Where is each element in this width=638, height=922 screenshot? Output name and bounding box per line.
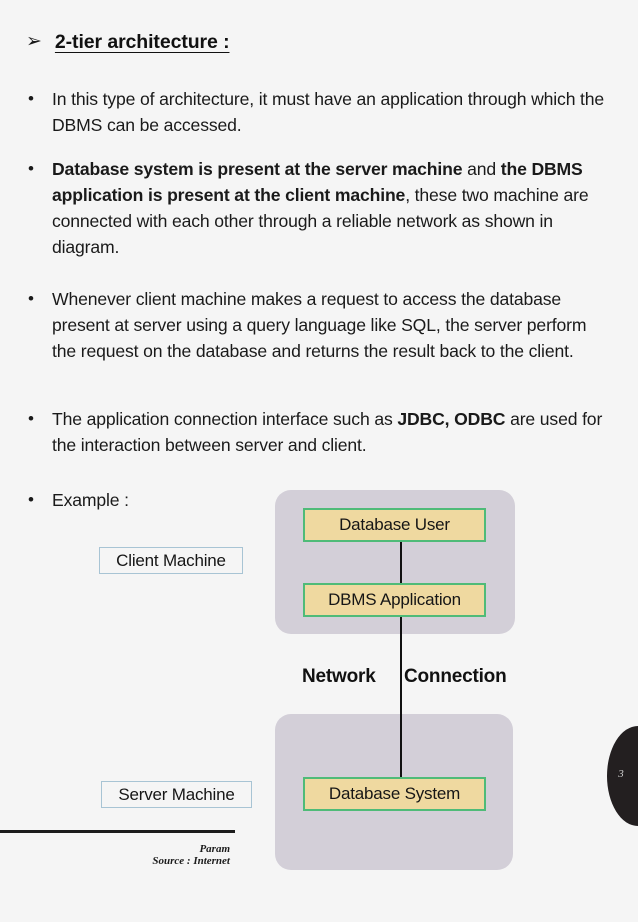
bullet-dot-icon: • (28, 490, 34, 509)
node-dbms-application: DBMS Application (303, 583, 486, 617)
page-title: 2-tier architecture : (54, 31, 230, 53)
bullet-item: • Whenever client machine makes a reques… (26, 286, 612, 364)
slide-heading: ➢ 2-tier architecture : (26, 30, 230, 54)
node-database-user: Database User (303, 508, 486, 542)
bullet-text: In this type of architecture, it must ha… (52, 89, 605, 135)
bullet-item: • Database system is present at the serv… (26, 156, 612, 260)
bullet-dot-icon: • (28, 89, 34, 108)
footer-author: Param (199, 843, 230, 855)
node-database-system: Database System (303, 777, 486, 811)
bullet-dot-icon: • (28, 409, 34, 428)
network-label-left: Network (302, 666, 376, 687)
page-number: 3 (618, 768, 624, 780)
bullet-text: The application connection interface suc… (52, 409, 603, 455)
bullet-item: • In this type of architecture, it must … (26, 86, 612, 138)
client-machine-tag: Client Machine (99, 547, 243, 574)
network-label-right: Connection (404, 666, 507, 687)
footer-divider (0, 830, 235, 833)
connector-dbms-to-database-system (400, 616, 402, 794)
bullet-text: Example : (52, 490, 129, 510)
bullet-dot-icon: • (28, 289, 34, 308)
bullet-item: • Example : (26, 487, 266, 513)
bullet-text: Database system is present at the server… (52, 159, 589, 257)
bullet-text: Whenever client machine makes a request … (52, 289, 587, 361)
arrow-bullet-icon: ➢ (26, 30, 42, 52)
bullet-item: • The application connection interface s… (26, 406, 612, 458)
bullet-dot-icon: • (28, 159, 34, 178)
footer-source: Source : Internet (152, 855, 230, 867)
server-machine-tag: Server Machine (101, 781, 252, 808)
connector-user-to-dbms (400, 541, 402, 584)
